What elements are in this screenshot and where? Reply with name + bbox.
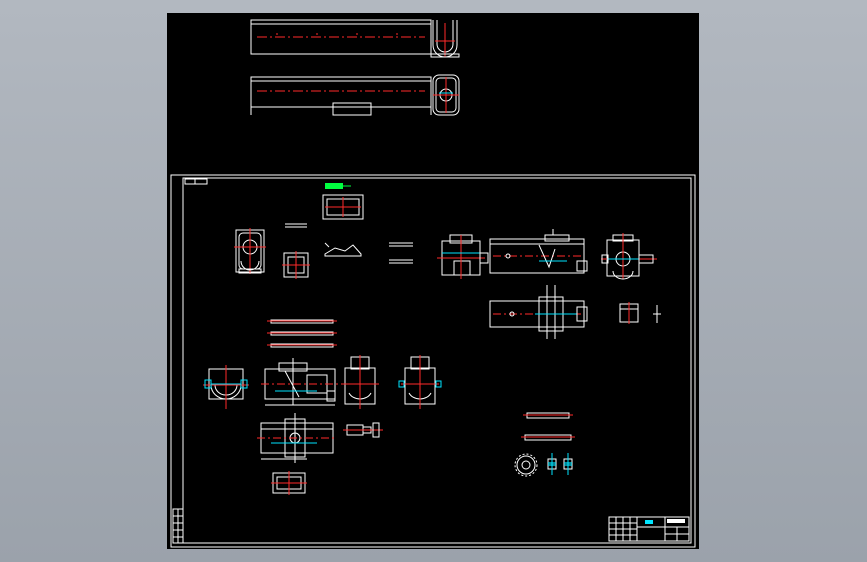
part-motor-housing-2	[398, 355, 442, 409]
sheet-inner-border	[182, 177, 692, 544]
top-trough-view-1	[250, 19, 432, 55]
part-sprocket	[514, 453, 538, 477]
sheet-tag-top-left	[184, 178, 208, 185]
part-long-bars	[267, 319, 337, 348]
part-assembly-plan-view	[489, 285, 588, 339]
top-trough-end-view-2	[432, 74, 460, 116]
part-small-bracket-right	[619, 302, 661, 324]
sheet-outer-border	[170, 174, 696, 548]
part-coupling-2	[563, 453, 573, 475]
label-tag-green	[325, 183, 351, 189]
part-assembly-side-view	[437, 234, 489, 279]
part-box-plate	[322, 194, 364, 220]
revision-strip	[172, 508, 184, 544]
part-gear-plan-view	[257, 413, 337, 463]
part-flat-bar-2	[521, 434, 575, 441]
part-flat-bar-1	[523, 412, 573, 419]
part-drive-end-view	[601, 233, 657, 280]
part-coupling-1	[547, 453, 557, 475]
part-shaft-short	[389, 242, 413, 264]
top-trough-view-2	[250, 76, 432, 116]
part-gear-assembly-side	[261, 358, 339, 406]
part-rect-plate-bottom	[271, 471, 307, 495]
part-end-housing-left	[234, 228, 266, 274]
title-block	[608, 516, 690, 542]
part-square-frame	[282, 251, 310, 279]
top-trough-end-view-1	[430, 20, 460, 58]
part-small-shaft	[343, 422, 383, 438]
drawing-canvas[interactable]	[167, 13, 699, 549]
part-small-plate	[285, 223, 307, 228]
part-bracket	[324, 242, 362, 257]
part-gear-housing-front	[203, 365, 249, 409]
drawing-svg	[170, 19, 696, 548]
part-motor-housing-1	[341, 355, 379, 409]
part-assembly-trough	[489, 229, 588, 274]
